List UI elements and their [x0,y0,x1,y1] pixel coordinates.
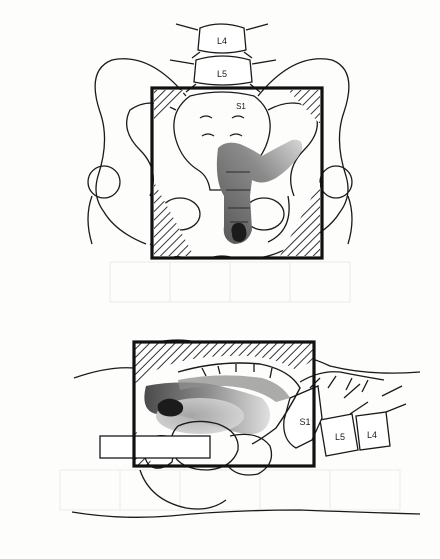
label-l5: L5 [217,69,227,79]
shield-top-right [288,90,320,124]
lateral-view: L4 L5 S1 [60,340,420,517]
label-s1: S1 [236,102,246,111]
left-hip-joint [88,166,120,244]
anterior-view: L4 L5 S1 [88,24,352,302]
label-l4: L4 [217,36,227,46]
label-s1-lateral: S1 [299,417,310,427]
label-l4-lateral: L4 [367,430,377,440]
shield-top-left [154,90,186,124]
right-hip-joint [320,166,352,244]
vertebra-l4-lateral [356,386,406,450]
body-contour-bottom [72,510,420,517]
label-l5-lateral: L5 [335,432,345,442]
background-grid [110,262,350,302]
background-ghost [60,470,400,510]
shield-left [154,182,194,256]
femoral-head-lateral [228,434,272,475]
rectosigmoid-shading [217,140,302,244]
positioning-board [100,436,210,458]
sacral-foramina [200,116,244,136]
tumour-anterior [231,223,246,242]
body-contour-lower [140,470,226,509]
shield-right [280,182,320,256]
